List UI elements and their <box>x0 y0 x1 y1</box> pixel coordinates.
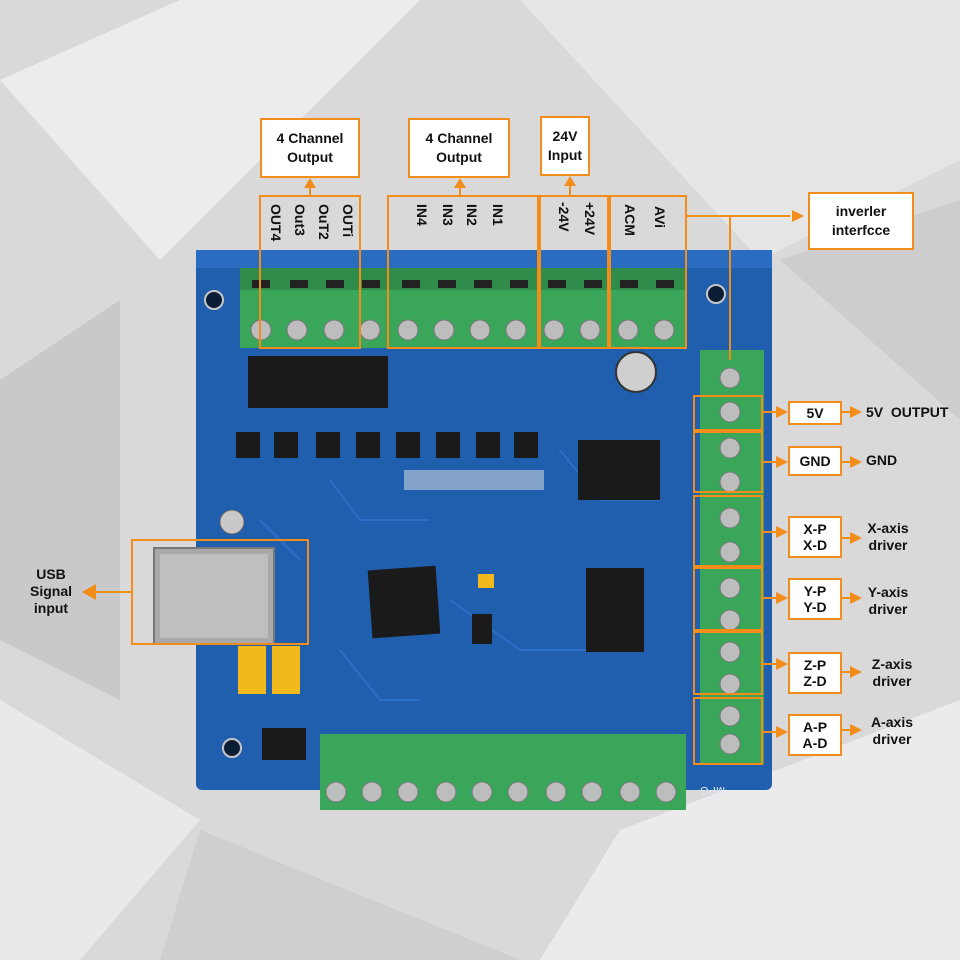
capacitor <box>615 351 657 393</box>
row-gnd-box: GND <box>788 446 842 476</box>
mount-hole <box>222 738 242 758</box>
row-x-desc-line1: X-axis <box>867 520 909 536</box>
power-box-line1: 24V <box>552 128 578 144</box>
row-z-box-line2: Z-D <box>803 673 827 689</box>
pin-in3: IN3 <box>440 204 456 226</box>
row-y-desc: Y-axis driver <box>862 584 914 618</box>
row-y-desc-line1: Y-axis <box>867 584 909 600</box>
row-a-box-line1: A-P <box>802 719 828 735</box>
mount-hole <box>204 290 224 310</box>
row-a-desc-line1: A-axis <box>870 714 914 730</box>
mcu-chip <box>367 565 441 639</box>
row-x-box: X-P X-D <box>788 516 842 558</box>
bottom-terminals <box>320 734 686 810</box>
top-terminals <box>240 268 686 348</box>
row-5v-box: 5V <box>788 401 842 425</box>
capacitor <box>272 646 300 694</box>
row-5v-box-text: 5V <box>806 404 824 421</box>
row-x-box-line2: X-D <box>802 537 828 553</box>
input-box-line2: Output <box>436 149 482 165</box>
inverter-box-line2: interfcce <box>831 222 891 238</box>
row-gnd-box-text: GND <box>799 452 831 469</box>
row-y-box-line2: Y-D <box>803 599 827 615</box>
row-x-desc-line2: driver <box>868 537 908 553</box>
row-z-desc-line1: Z-axis <box>871 656 913 672</box>
row-z-box: Z-P Z-D <box>788 652 842 694</box>
row-5v-desc: 5V OUTPUT <box>866 404 949 420</box>
mount-hole <box>706 284 726 304</box>
usb-label-line3: input <box>33 600 69 616</box>
input-box: 4 Channel Output <box>408 118 510 178</box>
row-a-desc: A-axis driver <box>866 714 918 748</box>
capacitor <box>238 646 266 694</box>
pin-plus24v: +24V <box>582 202 598 236</box>
mpg-label: MPG <box>700 784 726 796</box>
usb-label-line1: USB <box>36 566 66 582</box>
pin-in2: IN2 <box>464 204 480 226</box>
row-a-box-line2: A-D <box>802 735 828 751</box>
row-a-box: A-P A-D <box>788 714 842 756</box>
pin-out2: OuT2 <box>316 204 332 240</box>
pin-in4: IN4 <box>414 204 430 226</box>
row-y-box: Y-P Y-D <box>788 578 842 620</box>
row-y-desc-line2: driver <box>868 601 908 617</box>
pin-out4: OUT4 <box>268 204 284 242</box>
row-a-desc-line2: driver <box>872 731 912 747</box>
usb-label-line2: Signal <box>29 583 72 599</box>
inverter-box-line1: inverler <box>835 203 887 219</box>
optocoupler-chip <box>248 356 388 408</box>
power-box-line2: Input <box>547 147 583 163</box>
row-z-desc: Z-axis driver <box>866 656 918 690</box>
inverter-box: inverler interfcce <box>808 192 914 250</box>
regulator-chip <box>578 440 660 500</box>
row-gnd-desc: GND <box>866 452 898 468</box>
driver-ic <box>586 568 644 652</box>
pin-out3: Out3 <box>292 204 308 236</box>
output-box: 4 Channel Output <box>260 118 360 178</box>
output-box-line1: 4 Channel <box>276 130 344 146</box>
pin-minus24v: -24V <box>556 202 572 232</box>
pin-avi: AVi <box>652 206 668 229</box>
power-box: 24V Input <box>540 116 590 176</box>
row-x-box-line1: X-P <box>803 521 827 537</box>
row-z-box-line1: Z-P <box>803 657 827 673</box>
usb-label: USB Signal input <box>20 566 82 617</box>
pin-acm: ACM <box>622 204 638 236</box>
row-x-desc: X-axis driver <box>862 520 914 554</box>
input-box-line1: 4 Channel <box>425 130 493 146</box>
row-y-box-line1: Y-P <box>803 583 827 599</box>
pin-in1: IN1 <box>490 204 506 226</box>
output-box-line2: Output <box>287 149 333 165</box>
row-z-desc-line2: driver <box>872 673 912 689</box>
pin-out1: OUTi <box>340 204 356 238</box>
